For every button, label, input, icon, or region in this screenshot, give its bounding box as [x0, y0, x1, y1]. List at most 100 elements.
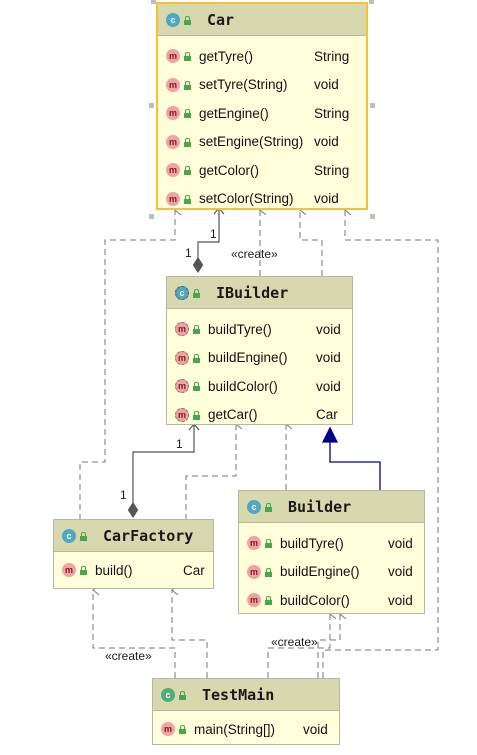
return-type: String: [314, 105, 350, 121]
public-lock-icon: [193, 288, 200, 298]
multiplicity-car: 1: [210, 227, 217, 241]
public-lock-icon: [184, 80, 191, 90]
public-lock-icon: [80, 531, 87, 541]
return-type: void: [314, 191, 339, 207]
dependency-carfactory-car: [79, 210, 175, 520]
method-name: build(): [95, 562, 133, 578]
method-name: buildTyre(): [280, 535, 344, 551]
method-icon: m: [166, 191, 180, 206]
method-icon: m: [247, 536, 261, 551]
method-list: m buildTyre() void m buildEngine() void m bui…: [167, 309, 352, 429]
method-icon: m: [166, 106, 180, 121]
class-header: c IBuilder: [167, 277, 352, 309]
dependency-carfactory-ibuilder: [185, 424, 236, 520]
create-label-testmain-carfactory: «create»: [105, 649, 152, 663]
class-name: CarFactory: [103, 526, 194, 545]
method-name: buildColor(): [280, 592, 350, 608]
multiplicity-ibuilder-end: 1: [176, 437, 183, 451]
selection-handle[interactable]: [151, 0, 156, 4]
public-lock-icon: [265, 567, 272, 577]
abstract-method-icon: m: [175, 379, 189, 394]
class-ibuilder[interactable]: c IBuilder m buildTyre() void m buildEngine…: [166, 276, 353, 425]
aggregation-carfactory-ibuilder: [127, 423, 200, 519]
class-name: Builder: [288, 497, 352, 516]
class-header: c Builder: [239, 491, 424, 523]
dependency-testmain-carfactory: [93, 590, 208, 678]
multiplicity-ibuilder: 1: [185, 246, 192, 260]
return-type: void: [316, 350, 341, 366]
return-type: void: [388, 535, 413, 551]
public-lock-icon: [179, 725, 186, 735]
return-type: void: [303, 721, 328, 737]
public-lock-icon: [179, 690, 186, 700]
public-lock-icon: [265, 502, 272, 512]
method-name: main(String[]): [194, 721, 276, 737]
public-lock-icon: [265, 539, 272, 549]
return-type: void: [388, 592, 413, 608]
public-lock-icon: [184, 137, 191, 147]
realization-builder-ibuilder: [321, 426, 381, 490]
method-icon: m: [247, 564, 261, 579]
public-lock-icon: [193, 325, 200, 335]
method-name: getCar(): [208, 407, 258, 423]
public-lock-icon: [193, 353, 200, 363]
class-name: Car: [207, 10, 235, 29]
class-name: IBuilder: [216, 283, 289, 302]
method-icon: m: [166, 77, 180, 92]
method-name: buildEngine(): [208, 350, 288, 366]
abstract-method-icon: m: [175, 407, 189, 422]
dependency-testmain-car: [322, 210, 439, 678]
runnable-class-icon: c: [161, 687, 175, 702]
public-lock-icon: [265, 596, 272, 606]
method-name: buildTyre(): [208, 321, 272, 337]
public-lock-icon: [184, 109, 191, 119]
method-name: setTyre(String): [199, 77, 288, 93]
public-lock-icon: [184, 52, 191, 62]
return-type: String: [314, 48, 350, 64]
method-icon: m: [166, 49, 180, 64]
class-icon: c: [166, 12, 180, 27]
method-row[interactable]: m buildColor() void: [167, 372, 352, 401]
public-lock-icon: [193, 382, 200, 392]
abstract-method-icon: m: [175, 350, 189, 365]
return-type: void: [314, 134, 339, 150]
selection-handle[interactable]: [369, 0, 374, 4]
class-header: c CarFactory: [54, 520, 213, 552]
selection-handle[interactable]: [149, 103, 154, 108]
method-icon: m: [62, 563, 76, 578]
create-label-testmain-builder: «create»: [271, 635, 318, 649]
public-lock-icon: [184, 166, 191, 176]
return-type: void: [316, 321, 341, 337]
method-row[interactable]: m buildTyre() void: [239, 529, 424, 558]
method-row[interactable]: m buildEngine() void: [167, 344, 352, 373]
method-name: buildColor(): [208, 378, 278, 394]
return-type: String: [314, 162, 350, 178]
class-icon: c: [247, 499, 261, 514]
class-header: c TestMain: [153, 679, 339, 711]
selection-handle[interactable]: [149, 214, 154, 219]
selection-handle[interactable]: [370, 103, 375, 108]
return-type: void: [316, 378, 341, 394]
selection-handle[interactable]: [370, 214, 375, 219]
method-name: setEngine(String): [199, 134, 304, 150]
public-lock-icon: [193, 410, 200, 420]
